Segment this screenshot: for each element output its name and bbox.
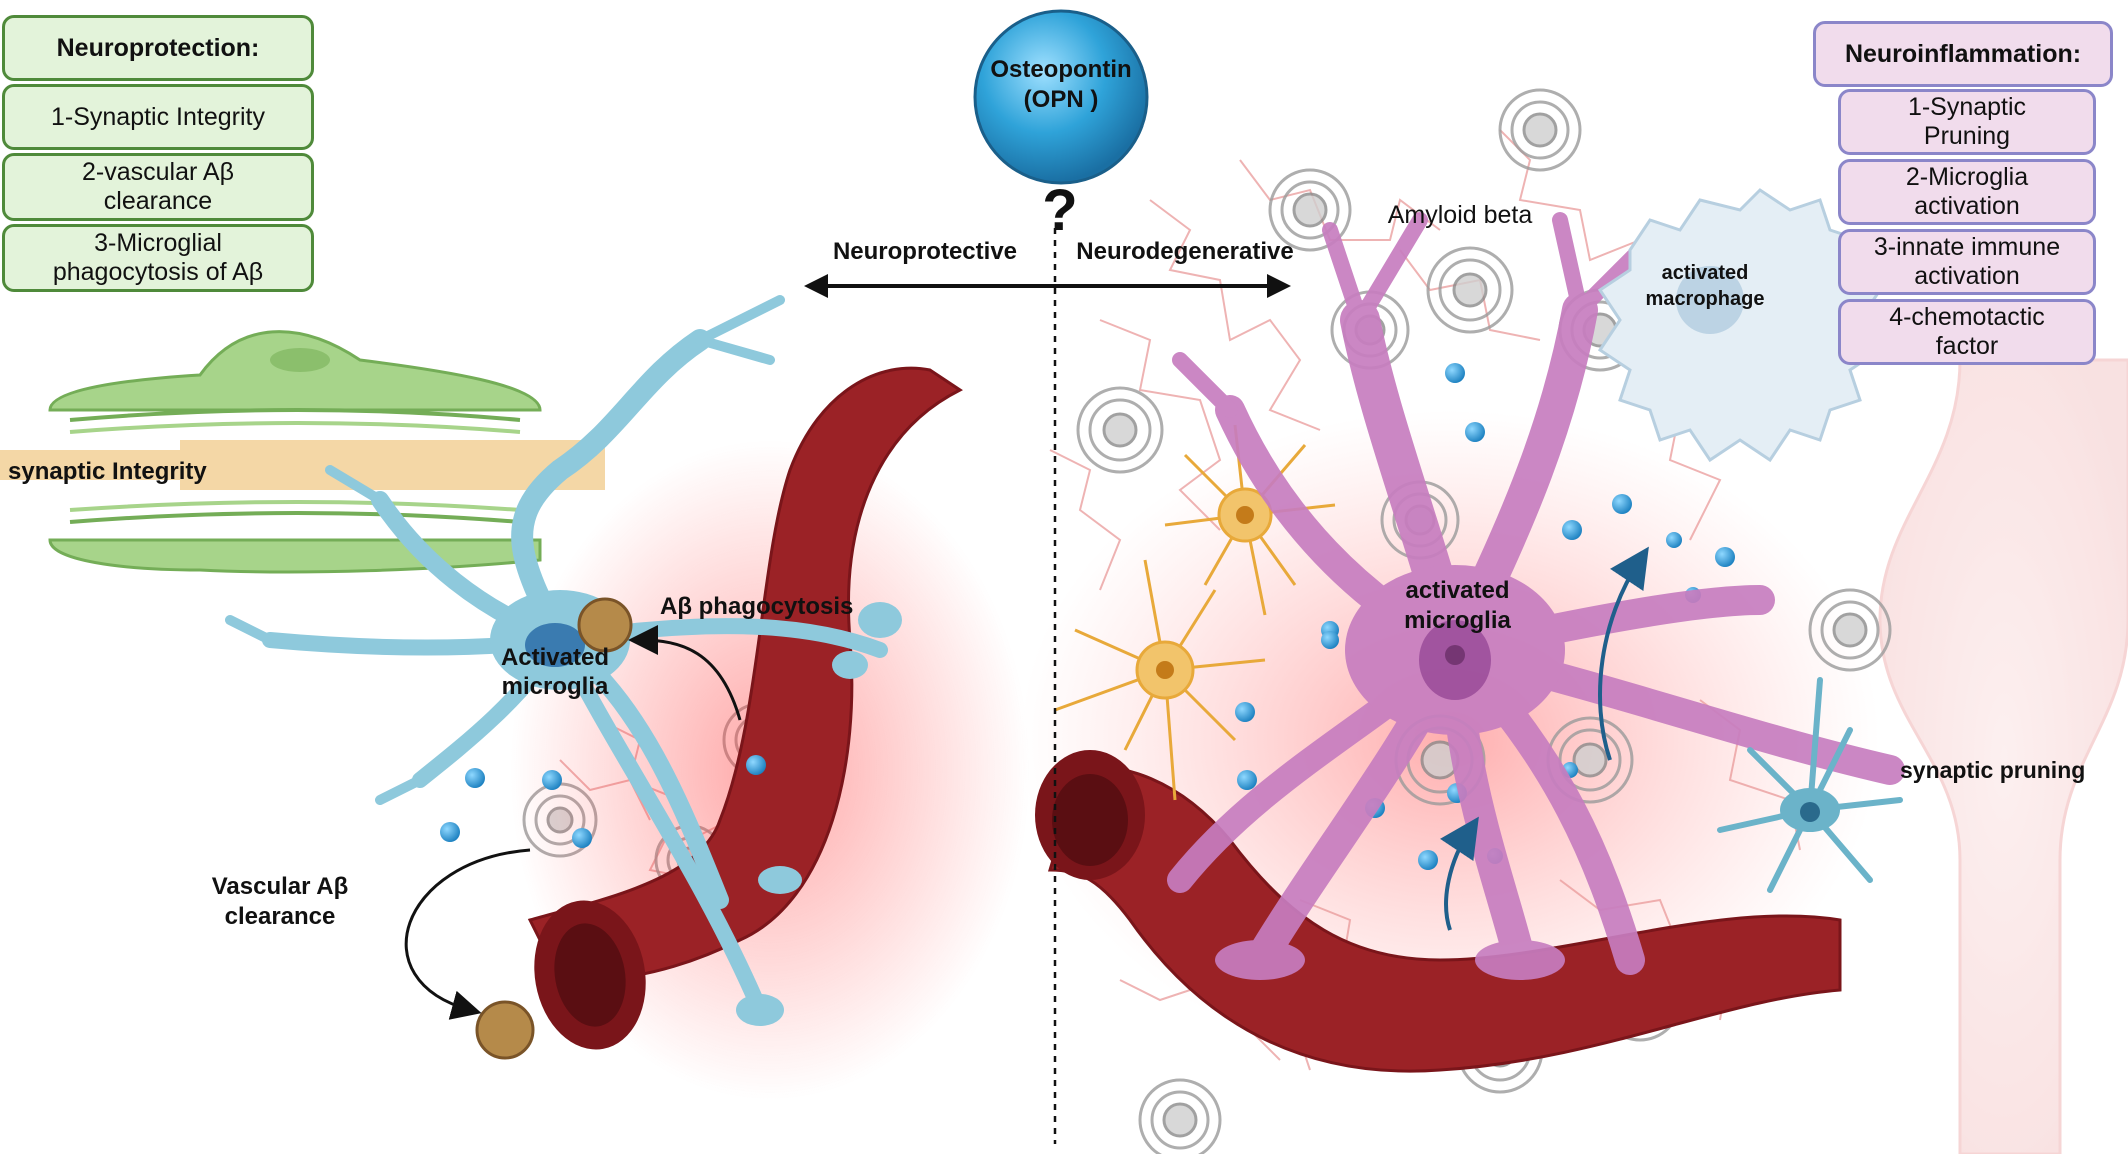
vascular-clearance-label: Vascular Aβ clearance	[190, 872, 370, 932]
abeta-phagocytosis-label: Aβ phagocytosis	[660, 593, 854, 620]
vascular-clearance-line2: clearance	[224, 903, 336, 930]
migration-arrows	[1440, 546, 1649, 931]
phagocytosis-arrow	[628, 625, 742, 721]
question-mark: ?	[1042, 178, 1078, 243]
right-small-microglia	[1717, 677, 1903, 893]
neuroprotection-item-2: 2-vascular Aβ clearance	[2, 153, 314, 221]
neuroinflammation-item-2-line1: 2-Microglia	[1905, 163, 2029, 191]
neuroprotection-item-2-line1: 2-vascular Aβ	[82, 158, 234, 186]
right-blood-vessel	[1035, 750, 1842, 1073]
activated-macrophage-line2: macrophage	[1645, 288, 1765, 310]
neuroprotection-item-3-line2: phagocytosis of Aβ	[52, 258, 264, 286]
right-activated-microglia-line1: activated	[1405, 577, 1510, 604]
neuroprotective-label: Neuroprotective	[832, 238, 1018, 265]
synaptic-pruning-label: synaptic pruning	[1900, 757, 2086, 783]
vascular-clearance-arrow	[404, 848, 531, 1020]
neuroinflammation-item-1-line2: Pruning	[1923, 122, 2011, 150]
left-activated-microglia-label: Activated microglia	[470, 643, 640, 701]
neuroinflammation-title: Neuroinflammation:	[1813, 21, 2113, 87]
neuroprotection-title-text: Neuroprotection:	[56, 33, 260, 62]
right-activated-microglia-line2: microglia	[1404, 607, 1511, 634]
activated-macrophage-line1: activated	[1661, 262, 1749, 284]
neuroinflammation-item-3: 3-innate immune activation	[1838, 229, 2096, 295]
right-activated-microglia-label: activated microglia	[1375, 576, 1540, 636]
synapse-illustration	[0, 330, 605, 574]
neuroinflammation-item-2: 2-Microglia activation	[1838, 159, 2096, 225]
osteopontin-label-line2: (OPN )	[1023, 86, 1099, 113]
neuroinflammation-item-3-line2: activation	[1914, 262, 2020, 290]
neuroprotection-item-1-text: 1-Synaptic Integrity	[51, 102, 265, 131]
activated-macrophage-label: activated macrophage	[1630, 260, 1780, 312]
synaptic-integrity-label: synaptic Integrity	[8, 458, 207, 485]
neuroinflammation-item-3-line1: 3-innate immune	[1873, 233, 2061, 261]
neurodegenerative-label: Neurodegenerative	[1076, 238, 1294, 265]
neuroinflammation-title-text: Neuroinflammation:	[1844, 39, 2082, 68]
activated-macrophage	[1597, 188, 1883, 463]
neuroinflammation-item-1-line1: 1-Synaptic	[1907, 93, 2027, 121]
neuroprotection-item-1: 1-Synaptic Integrity	[2, 84, 314, 150]
neuroinflammation-item-2-line2: activation	[1914, 192, 2020, 220]
synapse-background	[1878, 358, 2128, 1154]
neuroinflammation-item-4: 4-chemotactic factor	[1838, 299, 2096, 365]
vascular-clearance-line1: Vascular Aβ	[211, 873, 349, 900]
neuroinflammation-item-4-line2: factor	[1935, 332, 1999, 360]
neuroprotection-item-3-line1: 3-Microglial	[94, 229, 222, 257]
osteopontin-label: Osteopontin (OPN )	[980, 55, 1142, 115]
neuroprotection-item-2-line2: clearance	[103, 187, 213, 215]
left-activated-microglia-line2: microglia	[501, 673, 609, 700]
neuroinflammation-item-4-line1: 4-chemotactic	[1889, 303, 2045, 331]
right-microglia-cell	[1167, 212, 1905, 980]
osteopontin-sphere	[973, 9, 1149, 185]
neuroprotection-title: Neuroprotection:	[2, 15, 314, 81]
left-activated-microglia-line1: Activated	[500, 644, 610, 671]
osteopontin-label-line1: Osteopontin	[990, 56, 1132, 83]
amyloid-clump	[475, 597, 633, 1060]
amyloid-beta-label: Amyloid beta	[1387, 201, 1533, 229]
neuroinflammation-item-1: 1-Synaptic Pruning	[1838, 89, 2096, 155]
neuroprotection-item-3: 3-Microglial phagocytosis of Aβ	[2, 224, 314, 292]
double-headed-arrow	[804, 274, 1291, 298]
